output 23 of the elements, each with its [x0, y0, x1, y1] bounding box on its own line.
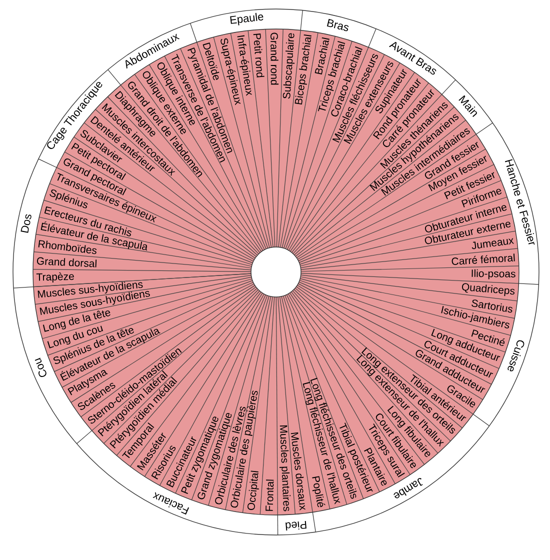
group-label: Bras — [326, 18, 349, 32]
muscle-label: Carré fémoral — [452, 254, 515, 265]
muscle-label: Trapèze — [36, 272, 74, 283]
muscle-label: Grand rond — [270, 32, 279, 85]
muscle-label: Petit rond — [253, 34, 264, 78]
muscle-label: Ilio-psoas — [472, 269, 516, 280]
muscle-label: Poplité — [312, 476, 326, 508]
muscle-label: Occipital — [248, 470, 259, 510]
muscle-label: Muscles plantaires — [280, 425, 291, 512]
muscle-label: Frontal — [266, 480, 274, 511]
muscle-label: Rhomboïdes — [38, 240, 97, 254]
muscle-label: Jumeaux — [472, 238, 514, 250]
muscle-label: Brachial — [314, 37, 330, 74]
group-label: Epaule — [230, 12, 264, 26]
group-label: Cou — [34, 358, 46, 378]
muscle-label: Muscles dorsaux — [290, 432, 306, 510]
muscle-label: Grand dorsal — [37, 257, 97, 268]
group-label: Cuisse — [508, 340, 524, 372]
muscle-label: Quadriceps — [462, 283, 515, 296]
muscle-label: Biceps brachial — [294, 34, 312, 105]
group-label: Pied — [286, 520, 306, 531]
muscle-label: Subscapulaire — [282, 33, 295, 99]
group-label: Dos — [20, 214, 32, 233]
